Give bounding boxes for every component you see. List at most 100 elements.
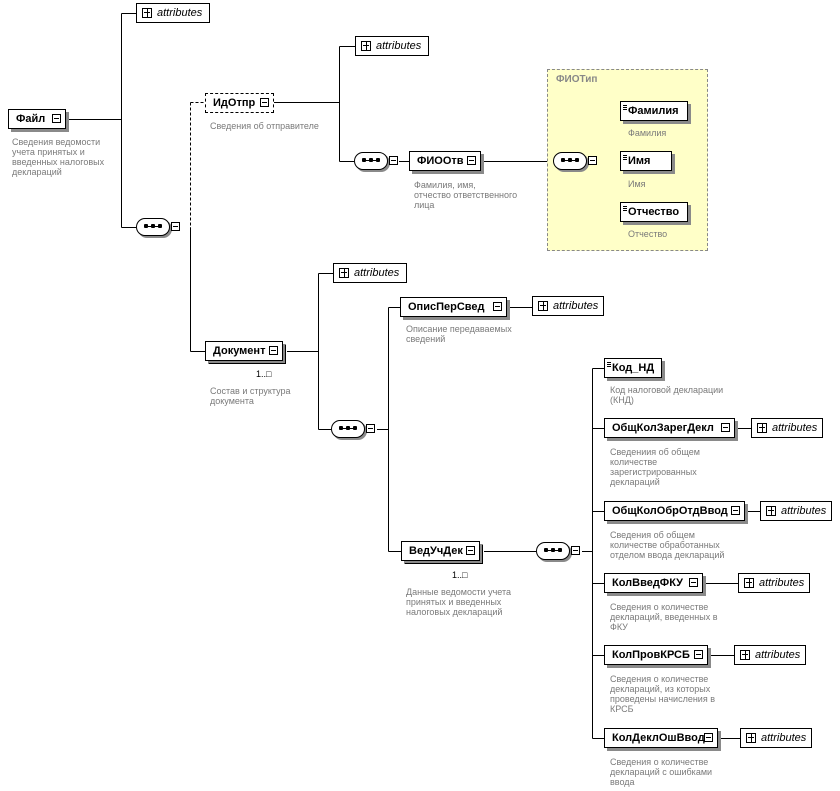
node-kolvvedfku-label: КолВведФКУ: [612, 577, 684, 589]
collapse-icon[interactable]: [689, 578, 698, 587]
node-kod-nd-desc: Код налоговой декларации (КНД): [610, 385, 724, 405]
node-dokument-label: Документ: [213, 345, 266, 357]
node-idotpr-label: ИдОтпр: [213, 97, 256, 109]
collapse-icon[interactable]: [269, 346, 278, 355]
attributes-idotpr[interactable]: attributes: [355, 36, 429, 56]
node-obshkolzaregdekl-desc: Сведениия об общем количестве зарегистри…: [610, 447, 700, 487]
attributes-opispersved[interactable]: attributes: [532, 296, 604, 316]
node-familiya-label: Фамилия: [628, 105, 679, 117]
expand-icon[interactable]: [339, 268, 349, 278]
expand-icon[interactable]: [740, 650, 750, 660]
node-familiya-desc: Фамилия: [628, 128, 667, 138]
node-dokument[interactable]: Документ: [205, 341, 286, 364]
fiotip-title: ФИОТип: [556, 74, 598, 85]
collapse-icon[interactable]: [493, 302, 502, 311]
sequence-compositor-veduchdek[interactable]: [536, 542, 580, 560]
sequence-icon: [339, 426, 357, 431]
sequence-compositor-dokument[interactable]: [331, 420, 375, 438]
node-fail[interactable]: Файл: [8, 109, 66, 129]
node-dokument-desc: Состав и структура документа: [210, 386, 291, 406]
node-imya-desc: Имя: [628, 179, 646, 189]
node-obshkolzaregdekl-label: ОбщКолЗарегДекл: [612, 422, 714, 434]
node-familiya[interactable]: Фамилия: [620, 101, 688, 121]
sequence-compositor-fiootv[interactable]: [553, 152, 597, 170]
node-opispersved-label: ОписПерСвед: [408, 301, 485, 313]
attributes-label: attributes: [755, 649, 801, 661]
collapse-icon[interactable]: [389, 156, 398, 165]
collapse-icon[interactable]: [588, 156, 597, 165]
node-obshkolobrotdvvod-desc: Сведения об общем количестве обработанны…: [610, 530, 725, 560]
attributes-label: attributes: [781, 505, 827, 517]
node-fail-label: Файл: [16, 113, 46, 125]
attributes-obshkolobrotdvvod[interactable]: attributes: [760, 501, 832, 521]
attributes-dokument[interactable]: attributes: [333, 263, 407, 283]
node-obshkolzaregdekl[interactable]: ОбщКолЗарегДекл: [604, 418, 735, 438]
attributes-label: attributes: [553, 300, 599, 312]
node-otchestvo-desc: Отчество: [628, 229, 668, 239]
expand-icon[interactable]: [142, 8, 152, 18]
collapse-icon[interactable]: [466, 546, 475, 555]
attributes-label: attributes: [761, 732, 807, 744]
collapse-icon[interactable]: [704, 733, 713, 742]
node-fiootv-label: ФИООтв: [417, 155, 464, 167]
node-koldeklosh-vvod-label: КолДеклОшВвод: [612, 732, 705, 744]
expand-icon[interactable]: [744, 578, 754, 588]
node-otchestvo[interactable]: Отчество: [620, 202, 688, 222]
node-opispersved[interactable]: ОписПерСвед: [400, 297, 507, 317]
expand-icon[interactable]: [757, 423, 767, 433]
node-koldeklosh-vvod[interactable]: КолДеклОшВвод: [604, 728, 718, 748]
collapse-icon[interactable]: [52, 114, 61, 123]
node-veduchdek-cardinality: 1..□: [452, 570, 468, 580]
attributes-label: attributes: [354, 267, 400, 279]
expand-icon[interactable]: [746, 733, 756, 743]
attributes-label: attributes: [772, 422, 818, 434]
node-idotpr-desc: Сведения об отправителе: [210, 121, 319, 131]
sequence-icon: [561, 158, 579, 163]
sequence-compositor-root[interactable]: [136, 218, 180, 236]
node-opispersved-desc: Описание передаваемых сведений: [406, 324, 512, 344]
node-koldeklosh-vvod-desc: Сведения о количестве деклараций с ошибк…: [610, 757, 713, 787]
attributes-koldeklosh-vvod[interactable]: attributes: [740, 728, 812, 748]
expand-icon[interactable]: [766, 506, 776, 516]
expand-icon[interactable]: [538, 301, 548, 311]
node-kolprovkrsb-label: КолПровКРСБ: [612, 649, 690, 661]
attributes-obshkolzaregdekl[interactable]: attributes: [751, 418, 823, 438]
collapse-icon[interactable]: [694, 650, 703, 659]
collapse-icon[interactable]: [366, 424, 375, 433]
sequence-compositor-idotpr[interactable]: [354, 152, 398, 170]
collapse-icon[interactable]: [260, 98, 269, 107]
attributes-label: attributes: [759, 577, 805, 589]
node-fiootv[interactable]: ФИООтв: [409, 151, 481, 171]
node-kolvvedfku[interactable]: КолВведФКУ: [604, 573, 703, 593]
attributes-label: attributes: [157, 7, 203, 19]
node-dokument-cardinality: 1..□: [256, 369, 272, 379]
node-kod-nd-label: Код_НД: [612, 362, 655, 374]
node-idotpr[interactable]: ИдОтпр: [205, 93, 274, 113]
node-veduchdek-label: ВедУчДек: [409, 545, 463, 557]
node-kod-nd[interactable]: Код_НД: [604, 358, 662, 378]
node-obshkolobrotdvvod[interactable]: ОбщКолОбрОтдВвод: [604, 501, 745, 521]
collapse-icon[interactable]: [571, 546, 580, 555]
collapse-icon[interactable]: [467, 156, 476, 165]
node-kolprovkrsb[interactable]: КолПровКРСБ: [604, 645, 708, 665]
node-veduchdek[interactable]: ВедУчДек: [401, 541, 483, 564]
attributes-fail[interactable]: attributes: [136, 3, 210, 23]
node-imya[interactable]: Имя: [620, 151, 672, 171]
attributes-label: attributes: [376, 40, 422, 52]
expand-icon[interactable]: [361, 41, 371, 51]
collapse-icon[interactable]: [721, 423, 730, 432]
node-fail-desc: Сведения ведомости учета принятых и введ…: [12, 137, 105, 177]
sequence-icon: [362, 158, 380, 163]
sequence-icon: [144, 224, 162, 229]
node-obshkolobrotdvvod-label: ОбщКолОбрОтдВвод: [612, 505, 728, 517]
collapse-icon[interactable]: [171, 222, 180, 231]
collapse-icon[interactable]: [731, 506, 740, 515]
attributes-kolvvedfku[interactable]: attributes: [738, 573, 810, 593]
attributes-kolprovkrsb[interactable]: attributes: [734, 645, 806, 665]
node-veduchdek-desc: Данные ведомости учета принятых и введен…: [406, 587, 512, 617]
node-otchestvo-label: Отчество: [628, 206, 680, 218]
node-imya-label: Имя: [628, 155, 651, 167]
node-kolprovkrsb-desc: Сведения о количестве деклараций, из кот…: [610, 674, 715, 714]
